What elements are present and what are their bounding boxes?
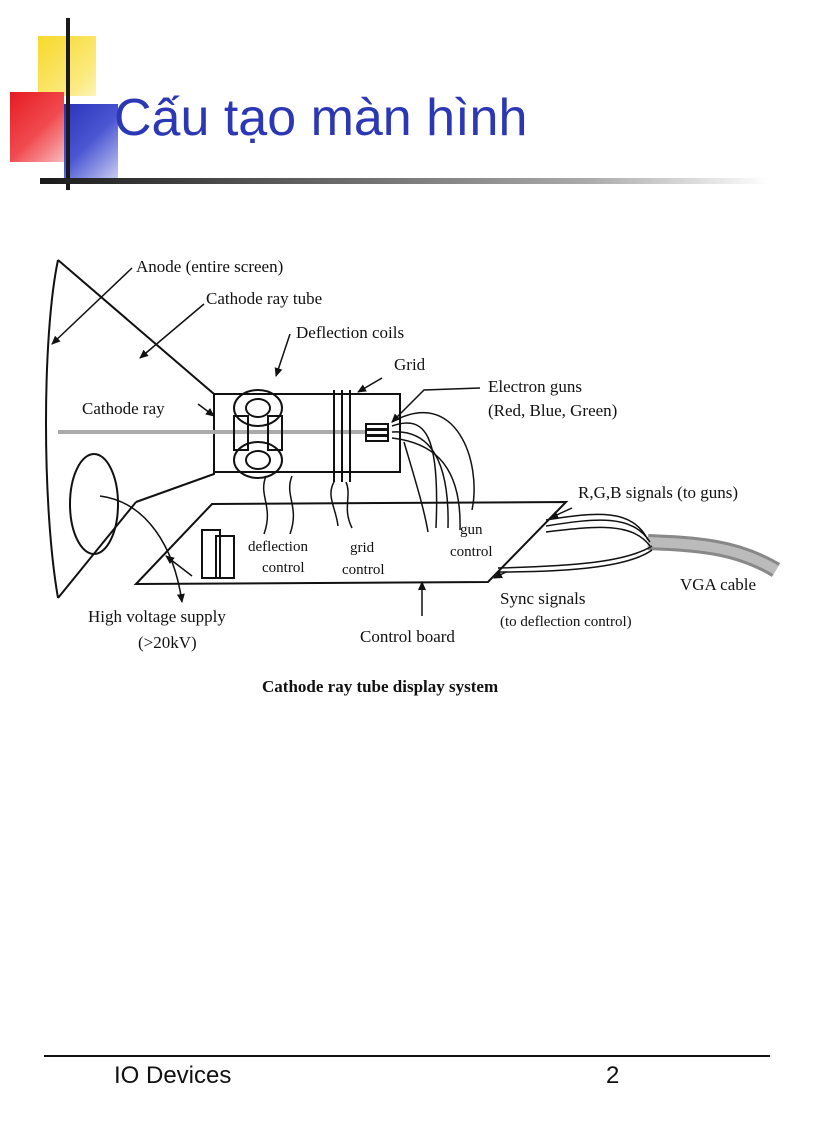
label-grid-control-line1: grid — [350, 540, 375, 556]
footer-title: IO Devices — [114, 1062, 232, 1089]
board-wires — [262, 411, 475, 535]
label-gun-control-line2: control — [450, 544, 493, 560]
page-number: 2 — [606, 1062, 620, 1089]
grid-shape — [333, 390, 351, 482]
label-anode: Anode (entire screen) — [136, 257, 283, 276]
diagram-caption: Cathode ray tube display system — [262, 677, 498, 696]
label-electron-guns-colors: (Red, Blue, Green) — [488, 401, 617, 420]
label-grid: Grid — [394, 355, 426, 374]
label-sync-signals: Sync signals — [500, 589, 585, 608]
title-decoration-vertical-line — [66, 18, 70, 190]
title-decoration-blue-square — [64, 104, 118, 178]
pointer-arrows — [51, 267, 573, 616]
label-control-board: Control board — [360, 627, 455, 646]
control-board-shape — [133, 500, 569, 586]
label-grid-control-line2: control — [342, 562, 385, 578]
electron-guns-shape — [365, 423, 389, 442]
label-deflection-control-line2: control — [262, 560, 305, 576]
slide-title: Cấu tạo màn hình — [114, 89, 528, 147]
label-vga-cable: VGA cable — [680, 575, 756, 594]
label-deflection-coils: Deflection coils — [296, 323, 404, 342]
label-high-voltage-line1: High voltage supply — [88, 607, 226, 626]
vga-cable-shape — [497, 513, 781, 577]
label-deflection-control-line1: deflection — [248, 539, 308, 555]
deflection-coils-shape — [233, 389, 283, 479]
crt-screen — [45, 259, 401, 599]
label-rgb-signals: R,G,B signals (to guns) — [578, 483, 738, 502]
label-cathode-ray-tube: Cathode ray tube — [206, 289, 322, 308]
label-high-voltage-line2: (>20kV) — [138, 633, 197, 652]
label-gun-control-line1: gun — [460, 522, 483, 538]
title-underline-rule — [40, 178, 770, 184]
label-sync-signals-sub: (to deflection control) — [500, 614, 632, 630]
label-electron-guns: Electron guns — [488, 377, 582, 396]
footer-rule — [44, 1055, 770, 1057]
title-decoration-red-square — [10, 92, 64, 162]
label-cathode-ray: Cathode ray — [82, 399, 165, 418]
crt-diagram: Anode (entire screen) Cathode ray tube D… — [45, 257, 781, 696]
